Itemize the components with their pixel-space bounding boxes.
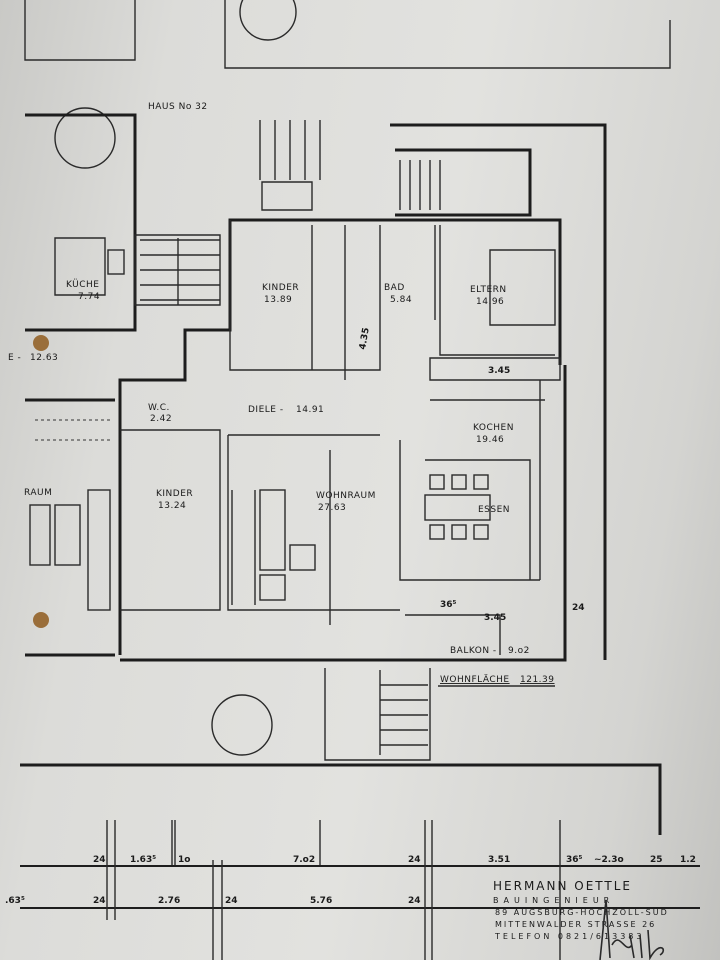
room-area: 13.89	[264, 295, 292, 305]
dimension: 3.45	[488, 366, 510, 376]
dimension: 36⁵	[440, 600, 457, 610]
room-name: ESSEN	[478, 505, 510, 515]
dimension-row-1: 24 1.63⁵ 1o 7.o2 24 3.51 36⁵ ~2.3o 25 1.…	[93, 855, 696, 865]
building-walls	[25, 113, 607, 662]
dimension: 24	[408, 896, 421, 906]
room-name: DIELE -	[248, 405, 284, 415]
dimension: 7.o2	[293, 855, 315, 865]
room-name: BALKON -	[450, 646, 497, 656]
stamp-phone: TELEFON 0821/613383	[494, 932, 644, 941]
signature	[599, 899, 665, 960]
stamp-city: 89 AUGSBURG-HOCHZOLL-SÜD	[495, 907, 669, 917]
dimension: 24	[225, 896, 238, 906]
inner-dimensions: 3.45 36⁵ 24 3.45 4.35	[358, 327, 584, 623]
dimension: 3.45	[484, 613, 506, 623]
top-garden	[24, 0, 671, 169]
dimension: 24	[408, 855, 421, 865]
dimension: 24	[93, 855, 106, 865]
room-area: 7.74	[78, 292, 100, 302]
dimension: .63⁵	[5, 896, 25, 906]
room-area: 5.84	[390, 295, 412, 305]
room-name: KOCHEN	[473, 423, 514, 433]
stamp-name: HERMANN OETTLE	[493, 879, 632, 893]
dimension: ~2.3o	[594, 855, 624, 865]
stamp-title: BAUINGENIEUR	[493, 896, 614, 905]
dimension: 5.76	[310, 896, 332, 906]
punch-hole	[33, 335, 49, 351]
room-labels: KÜCHE 7.74 E - 12.63 W.C. 2.42 KINDER 13…	[8, 279, 530, 656]
room-area: 27.63	[318, 503, 346, 513]
room-area: 14.96	[476, 297, 504, 307]
room-area: 14.91	[296, 405, 324, 415]
total-area-value: 121.39	[520, 675, 555, 685]
dimension: 24	[572, 603, 585, 613]
room-name: E -	[8, 353, 21, 363]
room-name: ELTERN	[470, 285, 507, 295]
total-area-label: WOHNFLÄCHE	[440, 674, 510, 685]
room-name: KÜCHE	[66, 279, 100, 290]
room-name: KINDER	[156, 489, 193, 499]
room-name: BAD	[384, 283, 405, 293]
room-name: WOHNRAUM	[316, 491, 376, 501]
dimension: 1.63⁵	[130, 855, 156, 865]
dimension: 25	[650, 855, 663, 865]
room-name: KINDER	[262, 283, 299, 293]
architect-stamp: HERMANN OETTLE BAUINGENIEUR 89 AUGSBURG-…	[493, 879, 669, 960]
room-name: W.C.	[148, 403, 170, 413]
room-area: 12.63	[30, 353, 58, 363]
dimension-row-2: .63⁵ 24 2.76 24 5.76 24	[5, 896, 421, 906]
dimension-lines	[20, 820, 700, 960]
room-area: 9.o2	[508, 646, 530, 656]
stamp-street: MITTENWALDER STRASSE 26	[495, 920, 656, 929]
punch-hole	[33, 612, 49, 628]
room-name: RAUM	[24, 488, 52, 498]
room-area: 13.24	[158, 501, 186, 511]
dimension: 3.51	[488, 855, 510, 865]
bottom-garden	[20, 668, 662, 835]
dimension: 24	[93, 896, 106, 906]
dimension: 1.2	[680, 855, 696, 865]
room-area: 19.46	[476, 435, 504, 445]
balcony-outline	[405, 614, 501, 655]
house-number-label: HAUS No 32	[148, 102, 208, 112]
dimension: 2.76	[158, 896, 180, 906]
room-area: 2.42	[150, 414, 172, 424]
dimension: 4.35	[358, 327, 372, 351]
dimension: 1o	[178, 855, 190, 865]
dimension: 36⁵	[566, 855, 583, 865]
